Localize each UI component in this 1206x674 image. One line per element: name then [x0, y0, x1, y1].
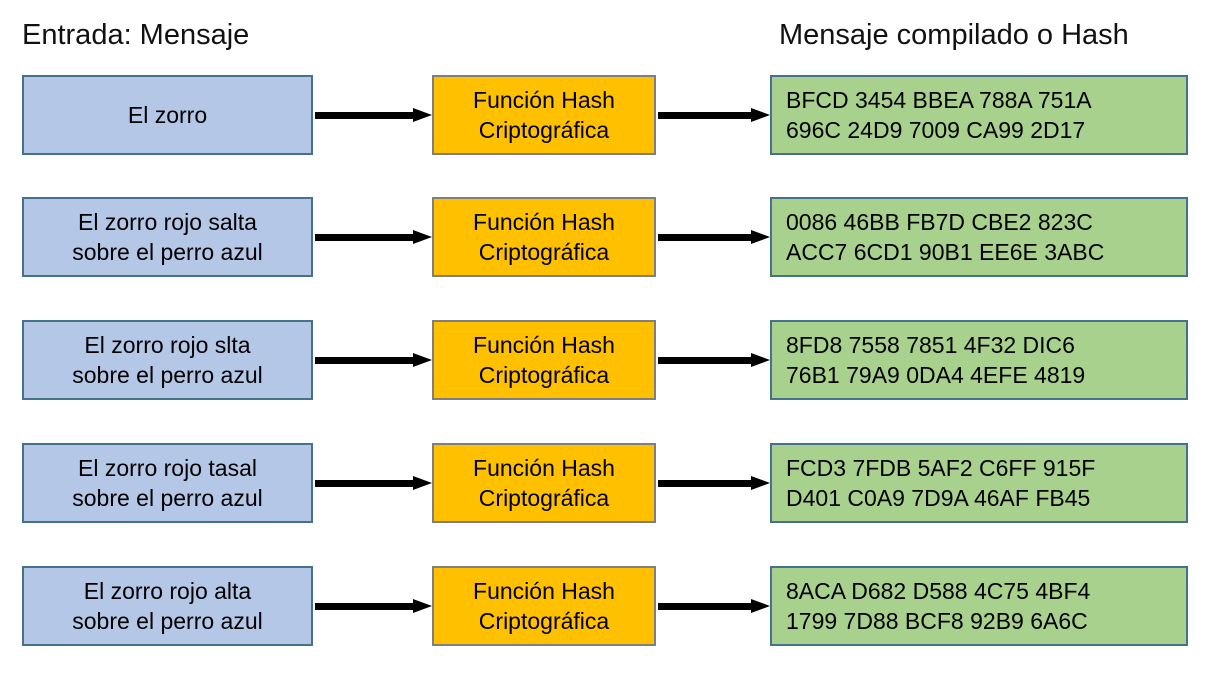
- hash-output-box: 0086 46BB FB7D CBE2 823C ACC7 6CD1 90B1 …: [770, 197, 1188, 277]
- hash-output-line-2: ACC7 6CD1 90B1 EE6E 3ABC: [786, 239, 1105, 265]
- output-column-header: Mensaje compilado o Hash: [779, 19, 1129, 51]
- input-message-line-2: sobre el perro azul: [72, 608, 263, 634]
- arrow-shaft: [315, 234, 413, 241]
- arrow-shaft: [315, 112, 413, 119]
- arrow-function-to-hash: [658, 353, 770, 367]
- hash-output-box: 8ACA D682 D588 4C75 4BF4 1799 7D88 BCF8 …: [770, 566, 1188, 646]
- hash-function-box: Función Hash Criptográfica: [432, 320, 656, 400]
- hash-output-line-2: 76B1 79A9 0DA4 4EFE 4819: [786, 362, 1086, 388]
- diagram-row: El zorro rojo salta sobre el perro azul …: [0, 197, 1206, 279]
- input-message-line-1: El zorro: [127, 101, 208, 128]
- arrow-shaft: [658, 112, 751, 119]
- hash-function-line-1: Función Hash: [473, 208, 615, 235]
- input-message-box: El zorro rojo slta sobre el perro azul: [22, 320, 313, 400]
- hash-output-line-1: FCD3 7FDB 5AF2 C6FF 915F: [786, 454, 1096, 481]
- arrow-head: [751, 108, 770, 122]
- hash-output-line-1: 8ACA D682 D588 4C75 4BF4: [786, 577, 1091, 604]
- input-message-box: El zorro: [22, 75, 313, 155]
- input-message-line-1: El zorro rojo slta: [84, 331, 251, 358]
- hash-function-line-1: Función Hash: [473, 454, 615, 481]
- input-column-header: Entrada: Mensaje: [22, 19, 250, 51]
- arrow-function-to-hash: [658, 599, 770, 613]
- diagram-row: El zorro rojo tasal sobre el perro azul …: [0, 443, 1206, 525]
- diagram-row: El zorro rojo slta sobre el perro azul F…: [0, 320, 1206, 402]
- hash-output-line-2: 1799 7D88 BCF8 92B9 6A6C: [786, 608, 1088, 634]
- arrow-shaft: [658, 603, 751, 610]
- hash-function-line-2: Criptográfica: [478, 362, 610, 388]
- arrow-input-to-function: [315, 230, 432, 244]
- arrow-function-to-hash: [658, 108, 770, 122]
- arrow-shaft: [658, 234, 751, 241]
- arrow-head: [751, 476, 770, 490]
- hash-function-line-1: Función Hash: [473, 86, 615, 113]
- hash-output-line-2: D401 C0A9 7D9A 46AF FB45: [786, 485, 1091, 511]
- arrow-head: [751, 353, 770, 367]
- arrow-function-to-hash: [658, 230, 770, 244]
- hash-function-box: Función Hash Criptográfica: [432, 443, 656, 523]
- arrow-function-to-hash: [658, 476, 770, 490]
- hash-output-line-1: BFCD 3454 BBEA 788A 751A: [786, 86, 1092, 113]
- hash-output-line-2: 696C 24D9 7009 CA99 2D17: [786, 117, 1086, 143]
- hash-function-line-1: Función Hash: [473, 577, 615, 604]
- hash-output-box: FCD3 7FDB 5AF2 C6FF 915F D401 C0A9 7D9A …: [770, 443, 1188, 523]
- arrow-input-to-function: [315, 476, 432, 490]
- arrow-head: [413, 108, 432, 122]
- arrow-head: [413, 230, 432, 244]
- arrow-shaft: [315, 357, 413, 364]
- arrow-input-to-function: [315, 353, 432, 367]
- arrow-shaft: [315, 603, 413, 610]
- hash-function-line-2: Criptográfica: [478, 239, 610, 265]
- diagram-row: El zorro Función Hash Criptográfica BFCD…: [0, 75, 1206, 157]
- hash-output-line-1: 0086 46BB FB7D CBE2 823C: [786, 208, 1093, 235]
- input-message-line-1: El zorro rojo alta: [83, 577, 252, 604]
- arrow-head: [413, 476, 432, 490]
- input-message-box: El zorro rojo tasal sobre el perro azul: [22, 443, 313, 523]
- hash-function-line-1: Función Hash: [473, 331, 615, 358]
- arrow-input-to-function: [315, 108, 432, 122]
- arrow-shaft: [658, 480, 751, 487]
- hash-function-line-2: Criptográfica: [478, 608, 610, 634]
- hash-function-box: Función Hash Criptográfica: [432, 566, 656, 646]
- arrow-head: [413, 599, 432, 613]
- hash-output-box: BFCD 3454 BBEA 788A 751A 696C 24D9 7009 …: [770, 75, 1188, 155]
- hash-function-box: Función Hash Criptográfica: [432, 75, 656, 155]
- input-message-box: El zorro rojo alta sobre el perro azul: [22, 566, 313, 646]
- arrow-head: [751, 230, 770, 244]
- hash-output-box: 8FD8 7558 7851 4F32 DIC6 76B1 79A9 0DA4 …: [770, 320, 1188, 400]
- input-message-line-1: El zorro rojo salta: [78, 208, 257, 235]
- hash-function-line-2: Criptográfica: [478, 117, 610, 143]
- arrow-head: [413, 353, 432, 367]
- input-message-line-2: sobre el perro azul: [72, 362, 263, 388]
- arrow-head: [751, 599, 770, 613]
- hash-output-line-1: 8FD8 7558 7851 4F32 DIC6: [786, 331, 1075, 358]
- input-message-line-1: El zorro rojo tasal: [78, 454, 257, 481]
- arrow-shaft: [658, 357, 751, 364]
- diagram-row: El zorro rojo alta sobre el perro azul F…: [0, 566, 1206, 648]
- arrow-input-to-function: [315, 599, 432, 613]
- hash-function-line-2: Criptográfica: [478, 485, 610, 511]
- input-message-box: El zorro rojo salta sobre el perro azul: [22, 197, 313, 277]
- hash-function-box: Función Hash Criptográfica: [432, 197, 656, 277]
- input-message-line-2: sobre el perro azul: [72, 239, 263, 265]
- arrow-shaft: [315, 480, 413, 487]
- input-message-line-2: sobre el perro azul: [72, 485, 263, 511]
